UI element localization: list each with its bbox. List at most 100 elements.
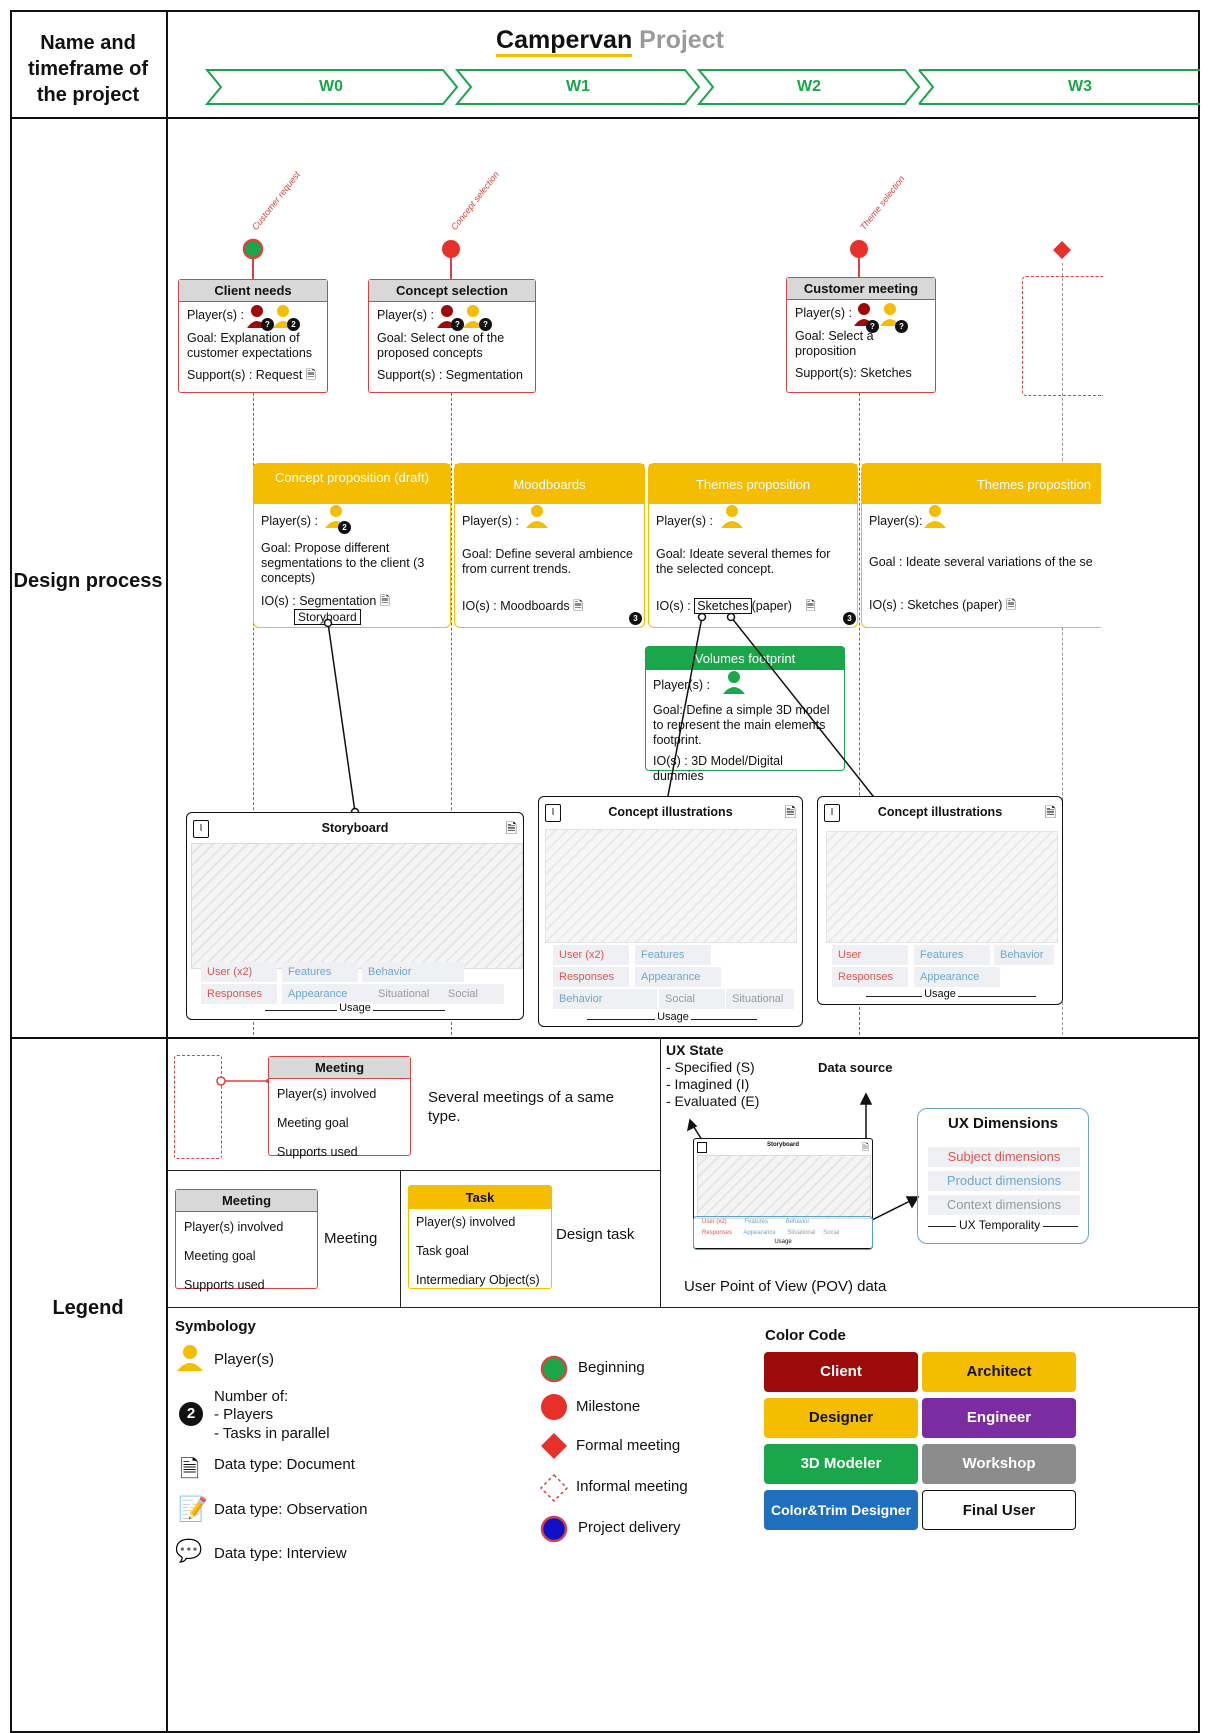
legend-line: Supports used [184,1278,265,1292]
week-w2-shape [696,69,921,105]
ux-chip: Situational [726,989,794,1009]
project-title-sub: Project [639,26,724,54]
meeting-card-customer-meeting: Customer meeting Player(s) : Goal: Selec… [786,277,936,393]
mini-title: Storyboard [766,1142,799,1148]
document-icon: 🗎 [805,599,816,613]
count-badge: ? [451,318,464,331]
ux-chip: Responses [832,967,908,987]
count-badge: ? [261,318,274,331]
symbol-interview-label: Data type: Interview [214,1545,347,1562]
week-w0-shape [204,69,459,105]
mini-chip: Social [823,1230,840,1236]
symbol-number-line1: Number of: [214,1388,289,1405]
player-icon [177,1345,203,1371]
week-w3: W3 [1040,70,1120,104]
week-w1: W1 [457,70,699,104]
formal-meeting-symbol-icon [541,1433,567,1459]
document-icon: 🗎 [1005,598,1016,612]
document-icon: 🗎 [505,820,517,836]
players-label: Player(s) : [462,514,519,528]
milestone-pin-1 [442,240,460,280]
legend-task-card: Task Player(s) involved Task goal Interm… [408,1185,552,1289]
task-io: IO(s) : Segmentation [261,594,377,608]
mini-chip-row: Responses Appearance Situational Social [702,1230,839,1236]
pov-title: Concept illustrations [877,805,1003,819]
informal-meeting-symbol-icon [539,1473,569,1503]
parallel-count-badge: 3 [629,612,642,625]
beginning-symbol-icon [540,1355,568,1383]
ux-chip: Social [659,989,725,1009]
meeting-card-concept-selection: Concept selection Player(s) : Goal: Sele… [368,279,536,393]
legend-line: Player(s) involved [277,1087,377,1101]
task-title: Themes proposition [649,464,857,504]
timeline-w3 [1062,263,1063,1035]
ux-state-icon: I [545,804,561,822]
color-code-client: Client [764,1352,918,1392]
meeting-title: Meeting [176,1190,317,1212]
symbol-observation-label: Data type: Observation [214,1501,368,1518]
week-w1-label: W1 [566,78,590,95]
players-label: Player(s) : [187,308,244,322]
ux-state-icon: I [193,820,209,838]
legend-meeting-card: Meeting Player(s) involved Meeting goal … [175,1189,318,1292]
meeting-title: Customer meeting [787,278,935,300]
symbol-document-label: Data type: Document [214,1456,355,1473]
process-divider [10,1037,1200,1039]
project-title-main: Campervan [496,26,633,57]
task-goal: Goal : Ideate several variations of the … [869,555,1093,569]
ux-state-title: UX State [666,1042,724,1058]
row-label-process: Design process [13,570,163,592]
count-badge: ? [895,320,908,333]
legend-several-meeting-card: Meeting Player(s) involved Meeting goal … [268,1056,411,1159]
legend-divider-1 [167,1170,660,1171]
meeting-title: Concept selection [369,280,535,302]
players-label: Player(s) : [656,514,713,528]
week-w2-label: W2 [797,78,821,95]
ux-chip: Behavior [553,989,657,1009]
mini-chip: Features [744,1219,769,1225]
data-source-label: Data source [818,1060,893,1075]
mini-chip-row: User (x2) Features Behavior [702,1219,809,1225]
player-icons-customer-meeting [854,303,900,326]
meeting-title: Client needs [179,280,327,302]
task-card-moodboards: Moodboards Player(s) : Goal: Define seve… [454,463,645,628]
ux-temporality-label: UX Temporality [956,1218,1044,1232]
task-card-themes-proposition: Themes proposition Player(s) : Goal: Ide… [648,463,858,628]
pov-caption: User Point of View (POV) data [684,1278,887,1295]
players-label: Player(s) : [261,514,318,528]
color-code-3d-modeler: 3D Modeler [764,1444,918,1484]
players-label: Player(s): [869,514,923,528]
usage-label: Usage [337,1002,373,1014]
context-dimensions-chip: Context dimensions [928,1195,1080,1215]
task-io: IO(s) : Moodboards [462,599,570,613]
legend-task-desc: Design task [556,1226,635,1243]
ux-chip: User (x2) [201,962,277,982]
timeline-w2 [859,263,860,1035]
ux-chip: Behavior [362,962,464,982]
legend-line: Player(s) involved [184,1220,284,1234]
players-label: Player(s) : [377,308,434,322]
observation-icon: 📝 [178,1496,208,1523]
document-icon: 🗎 [180,1456,200,1483]
legend-divider-3 [400,1170,401,1307]
legend-line: Task goal [416,1244,469,1258]
task-io: IO(s) : [656,599,691,613]
pov-title: Concept illustrations [608,805,733,819]
ux-state-line: - Imagined (I) [666,1076,750,1092]
mini-chip: Situational [787,1230,816,1236]
symbol-number-line3: - Tasks in parallel [214,1425,330,1442]
ux-dimensions-title: UX Dimensions [947,1115,1059,1132]
ux-chip: Appearance [282,984,372,1004]
document-icon: 🗎 [1044,804,1056,820]
meeting-card-client-needs: Client needs Player(s) : Goal: Explanati… [178,279,328,393]
meeting-goal: Goal: Explanation of customer expectatio… [187,331,313,360]
pov-title: Storyboard [321,821,389,835]
project-delivery-symbol-icon [540,1515,568,1543]
concept-sketches [545,829,797,943]
players-label: Player(s) : [795,306,852,320]
count-badge: ? [866,320,879,333]
several-meetings-connector [216,1076,270,1086]
header-divider [10,117,1200,119]
symbol-beginning-label: Beginning [578,1359,645,1376]
pov-card-concept-illustrations-1: I Concept illustrations 🗎 User (x2) Feat… [538,796,803,1027]
